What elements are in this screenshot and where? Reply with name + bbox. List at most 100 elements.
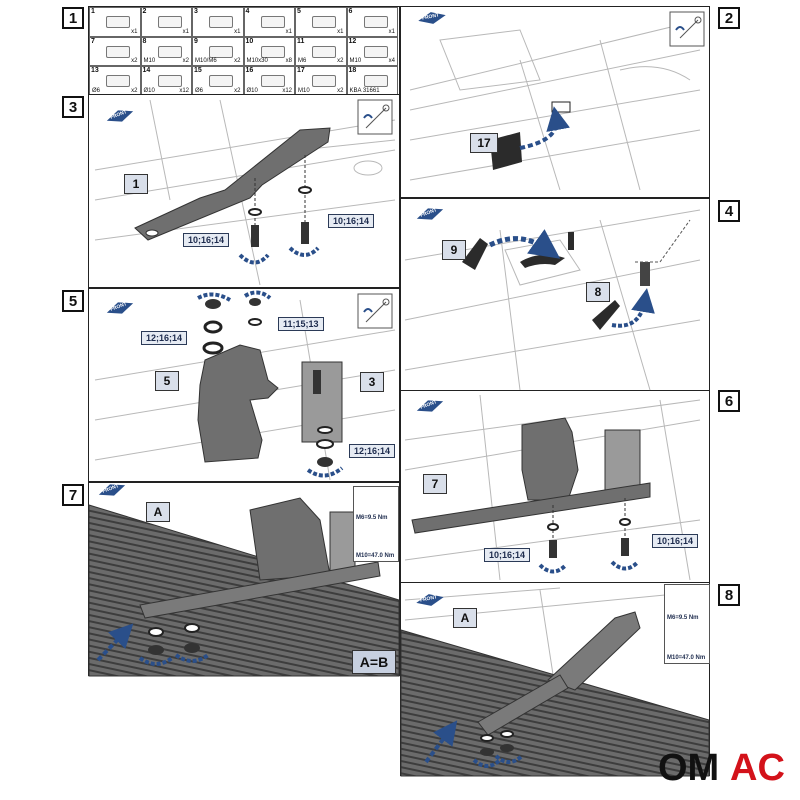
part-qty: x2 <box>337 58 344 64</box>
part-cell: 6 x1 <box>346 7 398 37</box>
support-bar-7 <box>411 482 651 534</box>
callout-part-7: 7 <box>423 474 447 494</box>
cage-nut-17 <box>490 132 522 170</box>
wrench-icons <box>357 11 705 329</box>
bolt-plate-8 <box>592 300 620 330</box>
part-qty: x2 <box>182 58 189 64</box>
running-board-8 <box>400 629 710 777</box>
part-icon <box>312 45 336 58</box>
callout-part-1: 1 <box>124 174 148 194</box>
part-size: Ø10 <box>246 87 258 94</box>
car-underbody-lines-4 <box>404 209 701 391</box>
part-qty: x1 <box>234 28 241 35</box>
part-size: M6 <box>298 58 307 64</box>
part-size: M10 <box>349 58 362 64</box>
part-number: 8 <box>142 37 147 45</box>
callout-a-equals-b: A=B <box>352 650 396 674</box>
part-qty: x1 <box>182 28 189 35</box>
callout-p6-b: 10;16;14 <box>652 534 699 548</box>
part-icon <box>209 45 233 58</box>
part-icon <box>157 16 182 28</box>
bracket-1 <box>134 127 331 241</box>
bracket-5 <box>197 344 279 463</box>
part-icon <box>363 75 388 87</box>
part-size: Ø6 <box>195 87 204 94</box>
part-number: 10 <box>245 37 254 45</box>
part-qty: x1 <box>131 28 138 35</box>
part-icon <box>363 16 388 28</box>
part-number: 17 <box>297 67 305 74</box>
callout-part-A-7: A <box>146 502 170 522</box>
step-number-3: 3 <box>62 96 84 118</box>
callout-part-3: 3 <box>360 372 384 392</box>
part-qty: x4 <box>388 58 395 64</box>
part-number: 9 <box>194 37 198 45</box>
torque-m10-8: M10=47.0 Nm <box>667 655 706 661</box>
bolt-plate-9 <box>462 238 488 270</box>
part-size: KBA 31661 <box>349 87 380 94</box>
step-number-5: 5 <box>62 290 84 312</box>
front-arrows <box>98 12 446 606</box>
step-number-8: 8 <box>718 584 740 606</box>
torque-box-7: M6=9.5 Nm M10=47.0 Nm <box>353 486 399 562</box>
step-number-6: 6 <box>718 390 740 412</box>
callout-hardware-a: 10;16;14 <box>183 233 230 247</box>
callout-part-8: 8 <box>586 282 610 302</box>
part-icon <box>312 16 336 28</box>
part-icon <box>363 45 388 58</box>
step-number-1: 1 <box>62 7 84 29</box>
part-icon <box>209 16 233 28</box>
part-size: M10 <box>298 87 310 94</box>
callout-part-A-8: A <box>453 608 477 628</box>
part-qty: x12 <box>179 87 189 94</box>
part-number: 18 <box>348 67 357 74</box>
omac-logo: OM AC <box>658 748 788 786</box>
part-size: Ø10 <box>143 87 155 94</box>
step-number-2: 2 <box>718 7 740 29</box>
part-cell: 3 x1 <box>192 7 244 37</box>
part-size: M10 <box>143 58 156 64</box>
callout-p5-b: 11;15;13 <box>278 317 324 331</box>
part-icon <box>106 75 130 87</box>
part-qty: x2 <box>337 87 344 94</box>
torque-box-8: M6=9.5 Nm M10=47.0 Nm <box>664 584 710 664</box>
part-number: 6 <box>348 8 353 15</box>
part-size: Ø6 <box>92 87 101 94</box>
part-number: 3 <box>194 8 198 15</box>
step-number-4: 4 <box>718 200 740 222</box>
part-icon <box>312 75 336 87</box>
part-number: 2 <box>142 8 147 15</box>
part-number: 16 <box>245 67 254 74</box>
part-number: 5 <box>297 8 301 15</box>
part-qty: x1 <box>388 28 395 35</box>
part-icon <box>260 75 285 87</box>
callout-hardware-b: 10;16;14 <box>328 214 375 228</box>
callout-p5-c: 12;16;14 <box>349 444 396 458</box>
part-qty: x2 <box>131 58 138 64</box>
logo-text-b: AC <box>730 748 785 786</box>
part-number: 12 <box>348 37 357 45</box>
part-icon <box>157 45 182 58</box>
step-number-7: 7 <box>62 484 84 506</box>
part-size: M10x30 <box>246 58 268 64</box>
part-number: 15 <box>194 67 202 74</box>
callout-part-5: 5 <box>155 371 179 391</box>
part-icon <box>260 16 285 28</box>
part-number: 11 <box>297 37 305 45</box>
torque-m6-8: M6=9.5 Nm <box>667 615 699 621</box>
part-size: M10/M6 <box>195 58 217 64</box>
callout-p6-a: 10;16;14 <box>484 548 531 562</box>
